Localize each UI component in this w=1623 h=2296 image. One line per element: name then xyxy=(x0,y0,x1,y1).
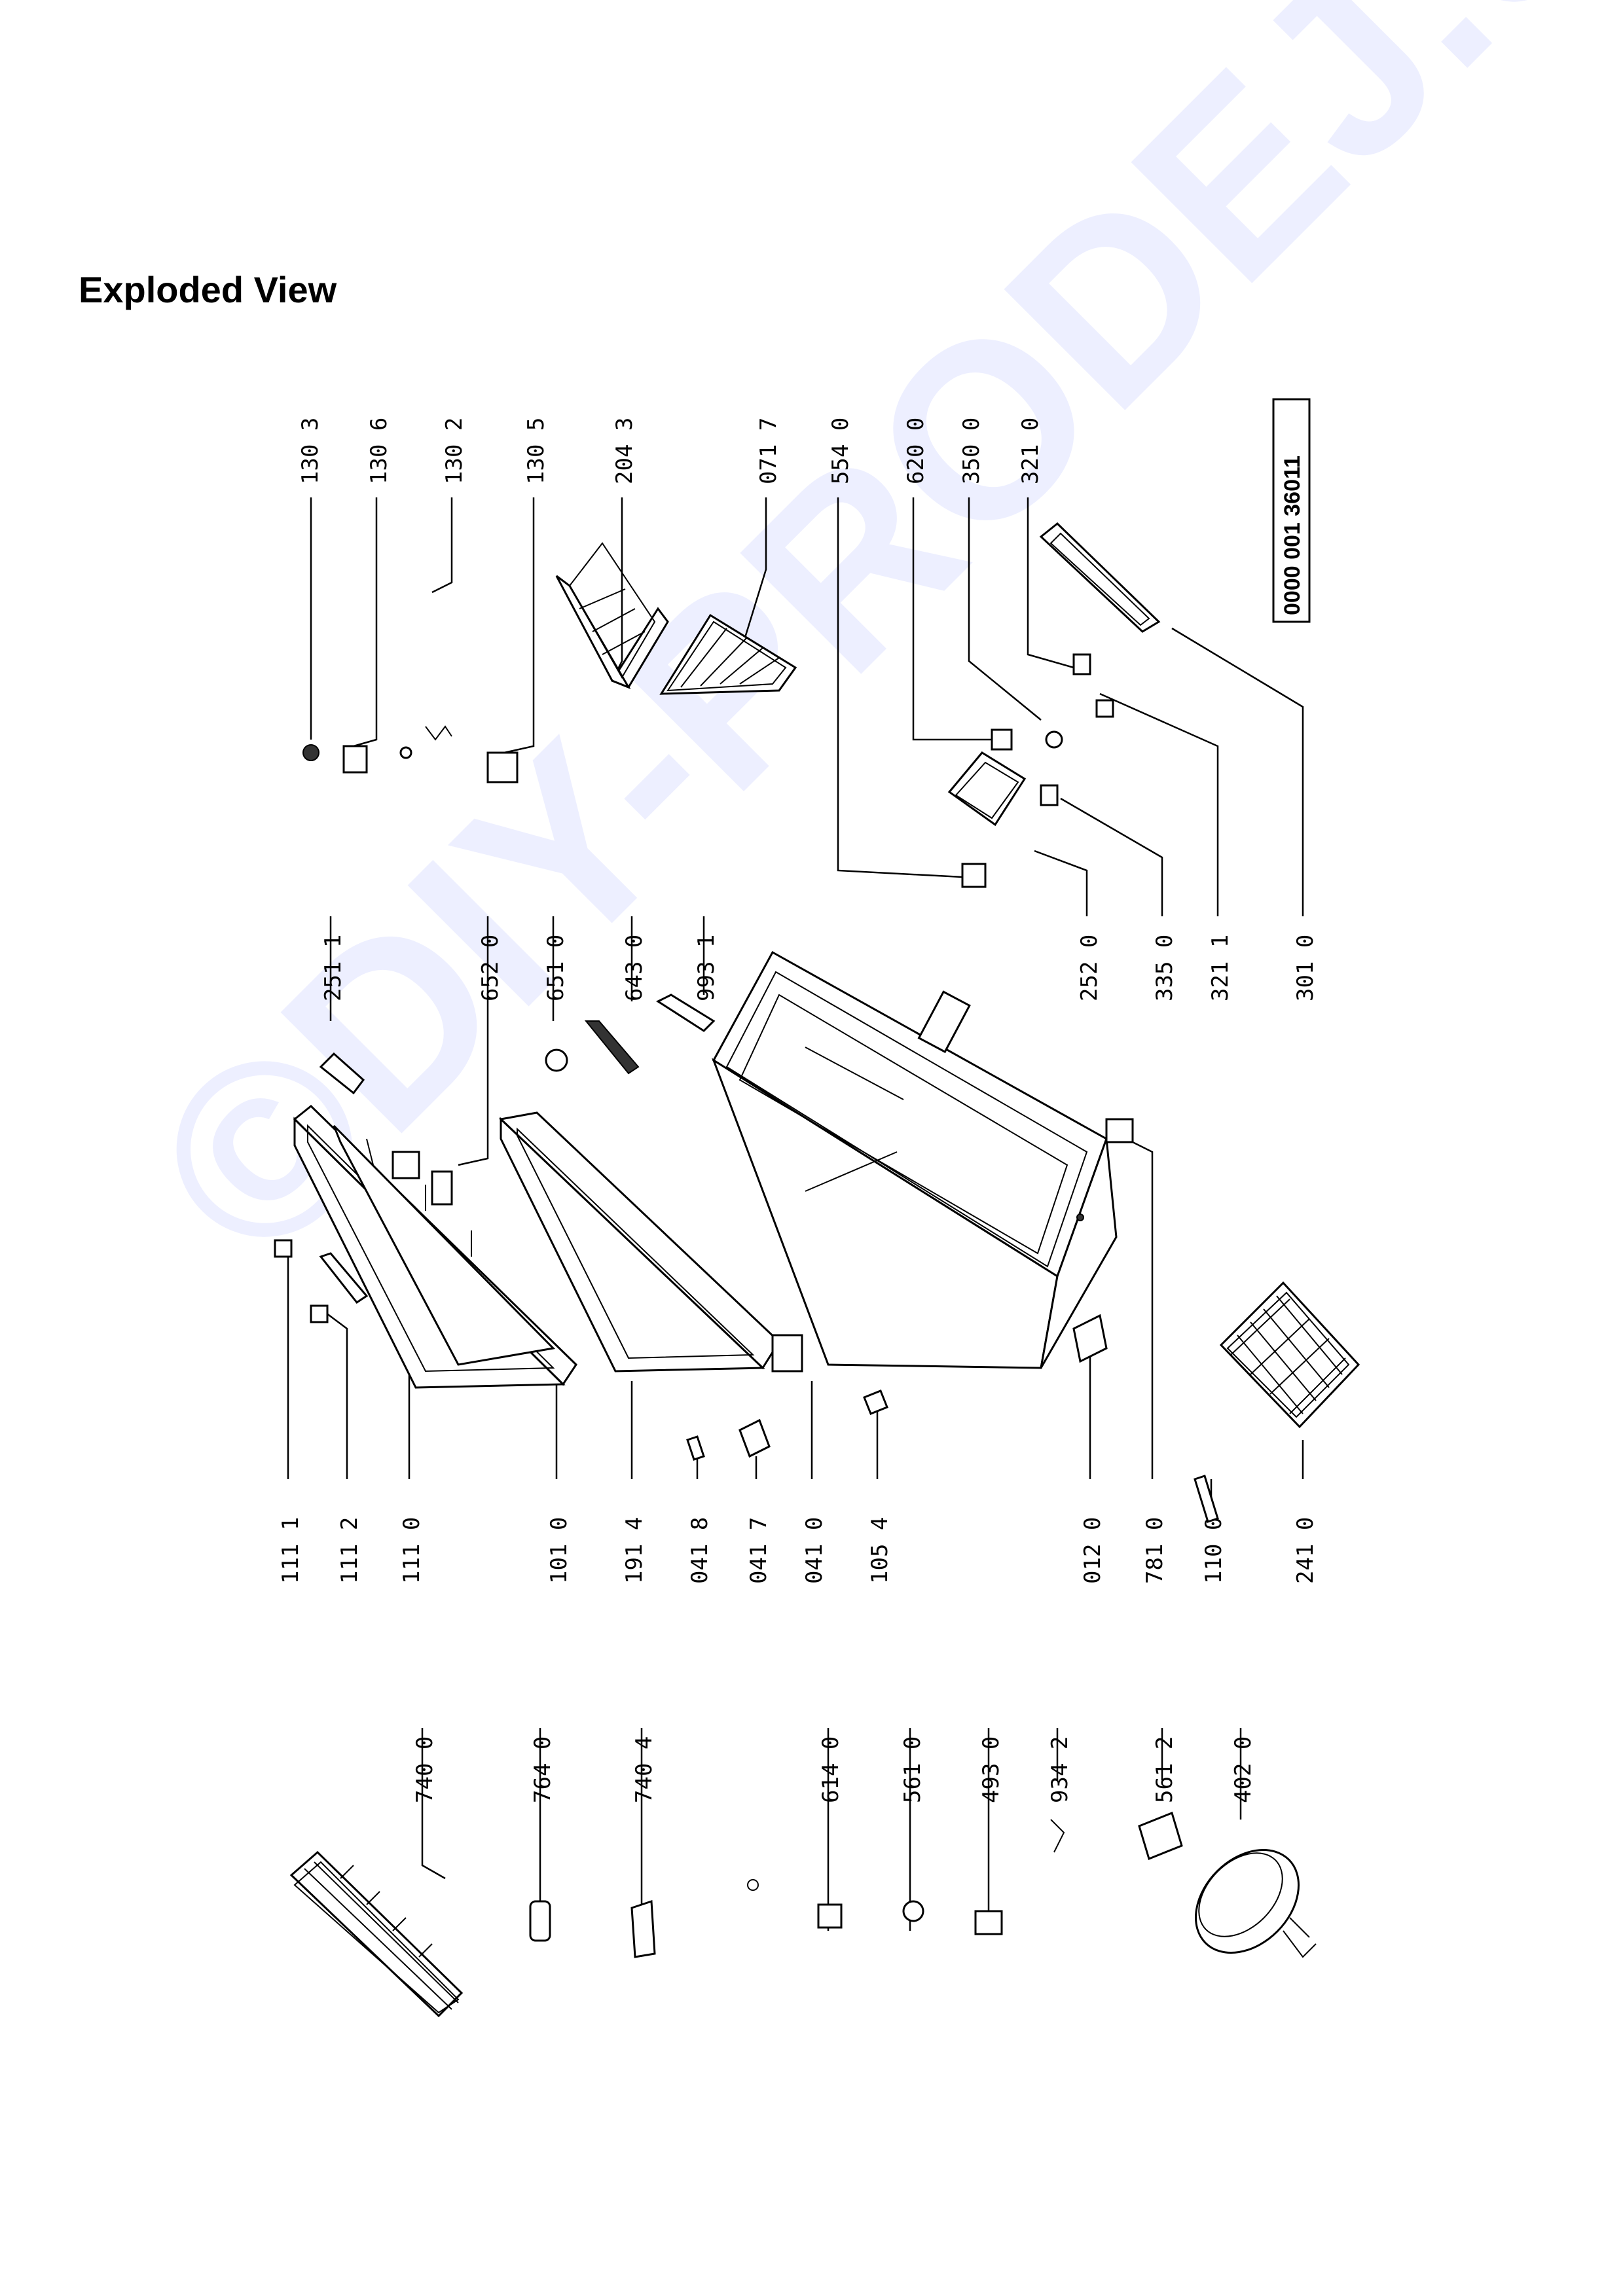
part-label-111-0: 111 0 xyxy=(399,1517,425,1584)
part-label-740-4: 740 4 xyxy=(631,1736,657,1803)
part-554-0 xyxy=(961,863,987,888)
part-label-554-0: 554 0 xyxy=(828,418,854,484)
part-993-1 xyxy=(655,994,716,1032)
part-251-1 xyxy=(319,1052,365,1095)
part-label-191-4: 191 4 xyxy=(621,1517,647,1584)
part-110-0 xyxy=(1194,1475,1219,1523)
document-code-box: 0000 001 36011 xyxy=(1272,398,1311,623)
lid-illustration xyxy=(293,1105,577,1389)
part-label-620-0: 620 0 xyxy=(903,418,929,484)
part-label-111-2: 111 2 xyxy=(337,1517,363,1584)
part-label-130-2: 130 2 xyxy=(441,418,467,484)
control-panel-301-0 xyxy=(1039,522,1161,633)
part-label-402-0: 402 0 xyxy=(1230,1736,1256,1803)
label-group-cabinet-bottom: 111 1 111 2 111 0 101 0 191 4 041 8 041 … xyxy=(278,1517,1319,1584)
part-label-101-0: 101 0 xyxy=(546,1517,572,1584)
label-group-top-right: 130 3 130 6 130 2 130 5 204 3 071 7 554 … xyxy=(297,418,1044,484)
hinge-cap-111-1 xyxy=(274,1239,293,1258)
part-321-1 xyxy=(1095,699,1114,718)
part-781-0 xyxy=(1105,1118,1134,1143)
part-130-2-a xyxy=(399,746,412,759)
part-label-071-7: 071 7 xyxy=(756,418,782,484)
part-620-0 xyxy=(991,728,1013,751)
part-label-301-0: 301 0 xyxy=(1292,935,1319,1001)
part-643-0 xyxy=(584,1020,640,1075)
part-label-652-0: 652 0 xyxy=(477,935,503,1001)
part-335-0 xyxy=(1040,784,1059,806)
part-105-4 xyxy=(863,1390,888,1415)
basket-wire-grid xyxy=(1230,1295,1346,1414)
part-041-0 xyxy=(771,1334,803,1372)
part-label-350-0: 350 0 xyxy=(958,418,985,484)
compressor-illustration-402-0 xyxy=(1194,1848,1317,1958)
housing-252-0 xyxy=(947,751,1027,827)
part-label-561-0: 561 0 xyxy=(900,1736,926,1803)
knob-350-0 xyxy=(1045,730,1063,749)
part-label-251-1: 251 1 xyxy=(320,935,346,1001)
part-label-321-0: 321 0 xyxy=(1017,418,1044,484)
part-label-335-0: 335 0 xyxy=(1152,935,1178,1001)
part-label-993-1: 993 1 xyxy=(693,935,720,1001)
grid-plate-illustration-071-7 xyxy=(659,613,797,695)
part-130-6 xyxy=(342,745,368,774)
part-label-130-3: 130 3 xyxy=(297,418,323,484)
condenser-illustration-740-0 xyxy=(289,1850,464,2018)
part-label-740-0: 740 0 xyxy=(412,1736,438,1803)
part-label-643-0: 643 0 xyxy=(621,935,647,1001)
compressor-side-parts xyxy=(529,1811,1183,1958)
top-right-parts xyxy=(302,725,519,783)
part-label-493-0: 493 0 xyxy=(978,1736,1004,1803)
part-label-241-0: 241 0 xyxy=(1292,1517,1319,1584)
part-321-0 xyxy=(1072,653,1091,675)
relay-614-0 xyxy=(817,1903,843,1929)
part-label-012-0: 012 0 xyxy=(1080,1517,1106,1584)
part-label-111-1: 111 1 xyxy=(278,1517,304,1584)
part-label-130-5: 130 5 xyxy=(523,418,549,484)
label-group-components-left: 740 0 764 0 740 4 614 0 561 0 493 0 934 … xyxy=(412,1736,1256,1803)
part-label-041-8: 041 8 xyxy=(687,1517,713,1584)
part-130-3 xyxy=(302,744,319,761)
part-unlabelled-loop xyxy=(747,1879,759,1891)
cabinet-illustration xyxy=(712,950,1118,1369)
part-740-4 xyxy=(630,1899,656,1958)
basket-illustration xyxy=(1219,1281,1360,1429)
part-label-041-7: 041 7 xyxy=(746,1517,772,1584)
part-934-2 xyxy=(1050,1819,1065,1853)
part-label-781-0: 781 0 xyxy=(1142,1517,1168,1584)
bracket-012-0 xyxy=(1072,1314,1108,1363)
shelf-illustration-204-3 xyxy=(555,542,669,690)
part-130-5 xyxy=(486,751,519,783)
overload-561-0 xyxy=(902,1900,924,1922)
part-label-561-2: 561 2 xyxy=(1152,1736,1178,1803)
part-label-105-4: 105 4 xyxy=(867,1517,893,1584)
part-label-321-1: 321 1 xyxy=(1207,935,1233,1001)
part-label-204-3: 204 3 xyxy=(611,418,638,484)
label-group-lid-parts: 251 1 652 0 651 0 643 0 993 1 252 0 335 … xyxy=(320,935,1319,1001)
small-lid-parts xyxy=(274,994,1219,1523)
page-title: Exploded View xyxy=(79,269,337,310)
lamp-651-0 xyxy=(545,1049,568,1072)
filter-dryer-764-0 xyxy=(529,1900,551,1942)
handle-111-0 xyxy=(319,1252,369,1304)
part-041-8 xyxy=(686,1435,705,1461)
part-label-041-0: 041 0 xyxy=(801,1517,828,1584)
part-561-2 xyxy=(1138,1811,1183,1861)
hinge-cap-111-2 xyxy=(310,1304,329,1323)
part-493-0 xyxy=(974,1910,1003,1935)
document-code: 0000 001 36011 xyxy=(1280,456,1305,615)
part-label-252-0: 252 0 xyxy=(1076,935,1103,1001)
part-130-2-b xyxy=(425,725,452,741)
part-label-764-0: 764 0 xyxy=(530,1736,556,1803)
part-label-110-0: 110 0 xyxy=(1201,1517,1227,1584)
part-label-934-2: 934 2 xyxy=(1047,1736,1073,1803)
part-label-614-0: 614 0 xyxy=(818,1736,844,1803)
part-label-130-6: 130 6 xyxy=(366,418,392,484)
control-unit-parts xyxy=(947,522,1161,888)
grid-plate-holes xyxy=(680,628,780,688)
part-041-7 xyxy=(739,1418,771,1458)
part-label-651-0: 651 0 xyxy=(543,935,569,1001)
